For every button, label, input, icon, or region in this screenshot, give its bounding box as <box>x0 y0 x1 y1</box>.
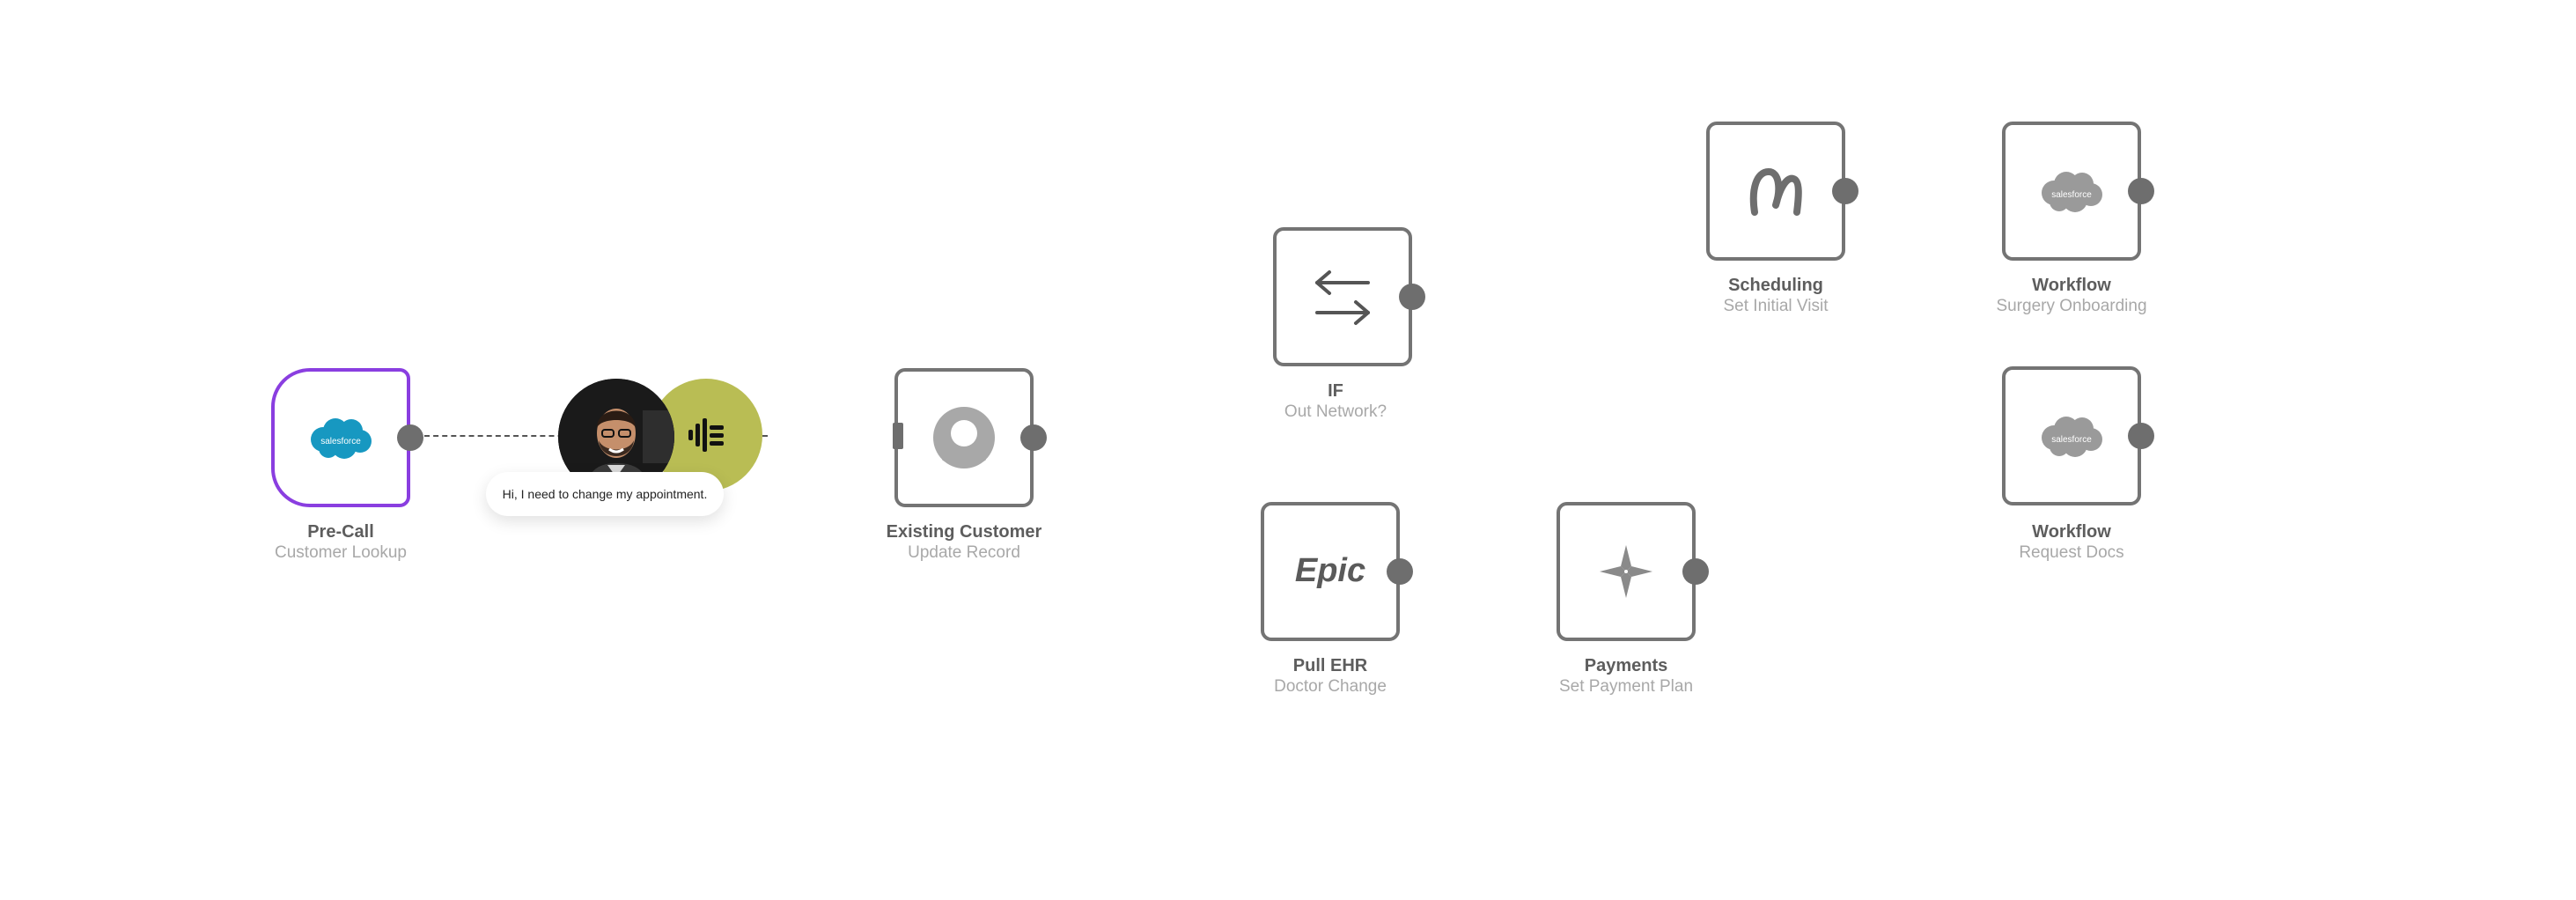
output-port[interactable] <box>1832 178 1858 204</box>
salesforce-icon: salesforce <box>311 418 372 459</box>
salesforce-logo-text: salesforce <box>320 437 361 446</box>
svg-text:Epic: Epic <box>1295 552 1365 589</box>
node-subtitle: Doctor Change <box>1274 677 1387 696</box>
node-payments-box[interactable] <box>1557 502 1696 641</box>
swap-arrows-icon <box>1315 270 1370 325</box>
node-title: Payments <box>1584 656 1668 675</box>
user-avatar-icon <box>933 407 995 468</box>
node-pull-ehr-box[interactable]: Epic <box>1261 502 1400 641</box>
node-title: IF <box>1328 381 1343 401</box>
output-port[interactable] <box>2128 178 2154 204</box>
node-workflow-docs-box[interactable]: salesforce <box>2002 366 2141 505</box>
node-if-box[interactable] <box>1273 227 1412 366</box>
node-subtitle: Customer Lookup <box>275 543 407 562</box>
input-port[interactable] <box>893 423 903 449</box>
salesforce-icon: salesforce <box>2042 417 2102 457</box>
svg-text:salesforce: salesforce <box>2051 435 2092 445</box>
node-pre-call-box[interactable]: salesforce <box>271 368 410 507</box>
node-title: Workflow <box>2032 522 2111 542</box>
node-title: Existing Customer <box>886 522 1042 542</box>
node-subtitle: Out Network? <box>1284 402 1387 421</box>
voice-agent-glyph <box>688 418 724 452</box>
node-subtitle: Set Payment Plan <box>1558 677 1694 696</box>
output-port[interactable] <box>397 424 423 451</box>
svg-text:salesforce: salesforce <box>2051 190 2092 200</box>
node-subtitle: Set Initial Visit <box>1723 297 1829 315</box>
node-title: Pre-Call <box>307 522 374 542</box>
node-title: Pull EHR <box>1292 656 1368 675</box>
epic-logo-icon: Epic <box>1295 552 1365 589</box>
node-subtitle: Surgery Onboarding <box>1996 297 2147 315</box>
output-port[interactable] <box>1020 424 1047 451</box>
scheduling-logo-icon <box>1749 168 1802 216</box>
compass-star-icon <box>1600 545 1652 598</box>
node-scheduling-box[interactable] <box>1706 122 1845 261</box>
output-port[interactable] <box>2128 423 2154 449</box>
salesforce-icon: salesforce <box>2042 172 2102 212</box>
output-port[interactable] <box>1682 558 1709 585</box>
node-title: Workflow <box>2032 276 2111 295</box>
output-port[interactable] <box>1399 284 1425 310</box>
node-title: Scheduling <box>1728 276 1823 295</box>
output-port[interactable] <box>1387 558 1413 585</box>
node-workflow-onboarding-box[interactable]: salesforce <box>2002 122 2141 261</box>
node-subtitle: Request Docs <box>2019 543 2124 562</box>
caller-message-bubble: Hi, I need to change my appointment. <box>486 472 724 516</box>
node-subtitle: Update Record <box>908 543 1020 562</box>
node-existing-customer-box[interactable] <box>894 368 1034 507</box>
